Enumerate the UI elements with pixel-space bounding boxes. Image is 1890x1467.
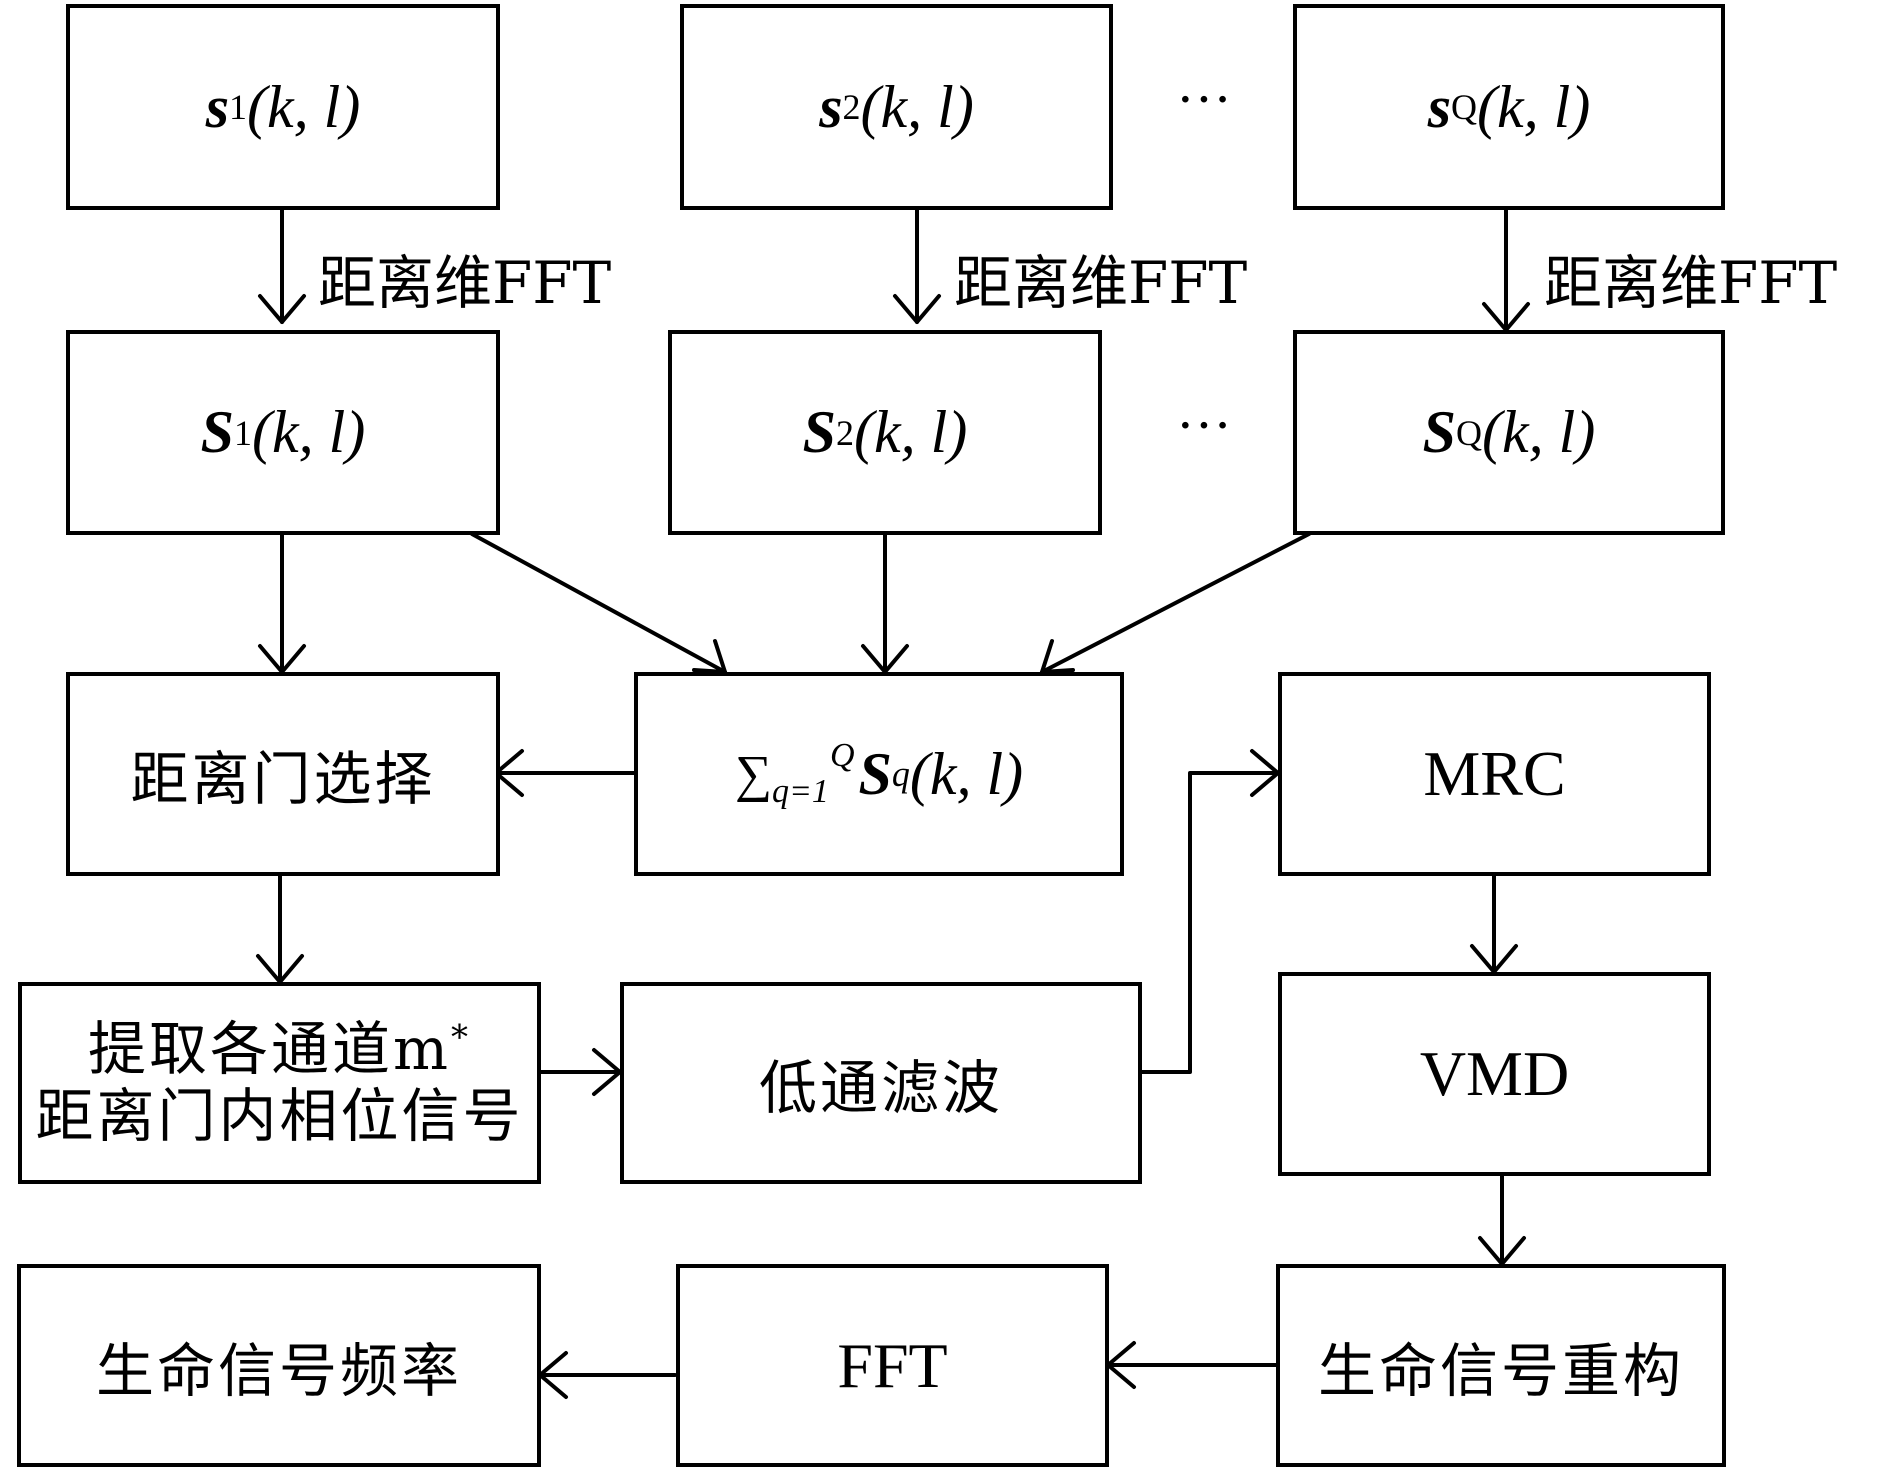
- arrow-s1-to-S1: [258, 208, 306, 324]
- arrow-reconstruct-to-fft: [1106, 1341, 1278, 1389]
- arrow-rangegate-to-extract: [256, 872, 304, 984]
- box-range-gate-selection: 距离门选择: [66, 672, 500, 876]
- SQ-var: S: [1422, 399, 1457, 465]
- S2-sub: 2: [836, 412, 855, 453]
- arrow-S1-to-sum: [470, 532, 727, 674]
- sum-args: (k, l): [909, 740, 1024, 807]
- box-vital-frequency: 生命信号频率: [17, 1264, 541, 1467]
- sum-sub: q: [891, 754, 910, 794]
- s2-sub: 2: [842, 87, 861, 127]
- sum-limits: Q q=1: [772, 738, 855, 809]
- box-fft: FFT: [676, 1264, 1109, 1467]
- SQ-sub: Q: [1456, 412, 1483, 453]
- S1-sub: 1: [234, 412, 253, 453]
- arrow-sum-to-rangegate: [494, 749, 636, 797]
- s2-args: (k, l): [860, 73, 974, 140]
- arrow-s2-to-S2: [893, 208, 941, 324]
- box-vmd: VMD: [1278, 972, 1711, 1176]
- label-range-fft-1: 距离维FFT: [318, 249, 612, 317]
- S1-args: (k, l): [252, 399, 366, 465]
- sQ-sub: Q: [1451, 87, 1478, 127]
- sum-upper: Q: [829, 737, 855, 775]
- label-range-fft-2: 距离维FFT: [954, 249, 1248, 317]
- extract-line1: 提取各通道m*: [35, 1016, 523, 1083]
- label-range-fft-q: 距离维FFT: [1544, 249, 1838, 317]
- arrow-vmd-to-reconstruct: [1478, 1174, 1526, 1266]
- arrow-fft-to-frequency: [538, 1351, 677, 1399]
- sQ-args: (k, l): [1477, 73, 1591, 140]
- S2-args: (k, l): [854, 399, 968, 465]
- arrow-S1-to-rangegate: [258, 532, 306, 674]
- box-vital-reconstruction: 生命信号重构: [1276, 1264, 1726, 1467]
- arrow-lowpass-to-mrc: [1139, 749, 1280, 1074]
- s2-var: s: [819, 73, 843, 140]
- s1-args: (k, l): [247, 73, 361, 140]
- arrow-sQ-to-SQ: [1482, 208, 1530, 332]
- SQ-args: (k, l): [1482, 399, 1596, 465]
- s1-var: s: [205, 73, 230, 140]
- sum-lower: q=1: [771, 773, 829, 810]
- sum-sigma: ∑: [734, 745, 772, 803]
- sQ-var: s: [1427, 73, 1452, 140]
- extract-line2: 距离门内相位信号: [35, 1082, 524, 1150]
- extract-sup: *: [450, 1017, 471, 1058]
- s1-sub: 1: [229, 87, 248, 127]
- box-lowpass-filter: 低通滤波: [620, 982, 1142, 1184]
- S2-var: S: [802, 399, 837, 465]
- sum-var: S: [858, 740, 892, 807]
- extract-line1-text: 提取各通道m: [87, 1015, 451, 1084]
- arrow-mrc-to-vmd: [1470, 874, 1518, 974]
- box-mrc: MRC: [1278, 672, 1711, 876]
- ellipsis-row2: ···: [1176, 395, 1232, 457]
- ellipsis-row1: ···: [1176, 69, 1232, 131]
- arrow-S2-to-sum: [861, 532, 909, 674]
- arrow-extract-to-lowpass: [538, 1048, 622, 1096]
- S1-var: S: [200, 399, 235, 465]
- box-extract-phase: 提取各通道m* 距离门内相位信号: [18, 982, 541, 1184]
- arrow-SQ-to-sum: [1040, 532, 1311, 674]
